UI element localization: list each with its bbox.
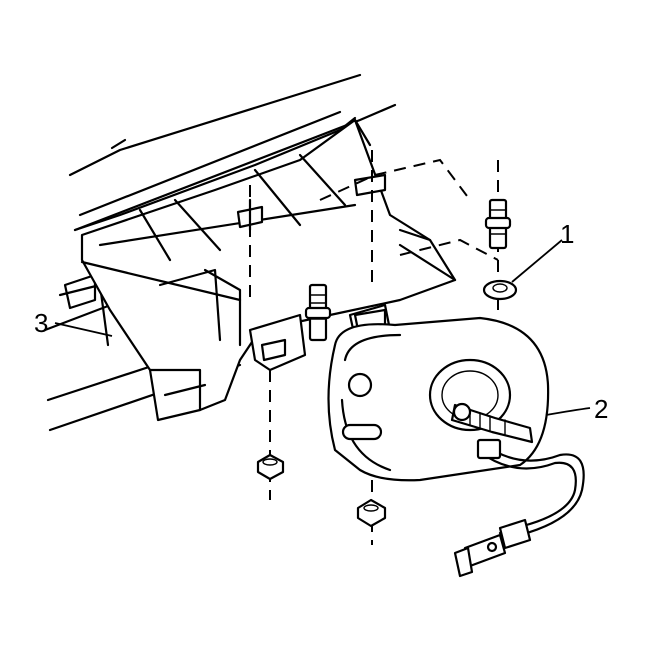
- nut-right: [356, 498, 387, 528]
- fog-lamp-housing: [327, 316, 550, 482]
- wiring-harness: [453, 438, 585, 578]
- callout-1: 1: [511, 219, 574, 283]
- callout-2: 2: [545, 394, 608, 424]
- nut-left: [256, 453, 285, 481]
- mounting-bolt-right: [484, 198, 512, 250]
- callout-2-label: 2: [594, 394, 608, 424]
- washer: [482, 279, 518, 301]
- callout-3: 3: [34, 308, 113, 338]
- callout-3-label: 3: [34, 308, 48, 338]
- callout-1-label: 1: [560, 219, 574, 249]
- mounting-bolt-center: [304, 283, 332, 342]
